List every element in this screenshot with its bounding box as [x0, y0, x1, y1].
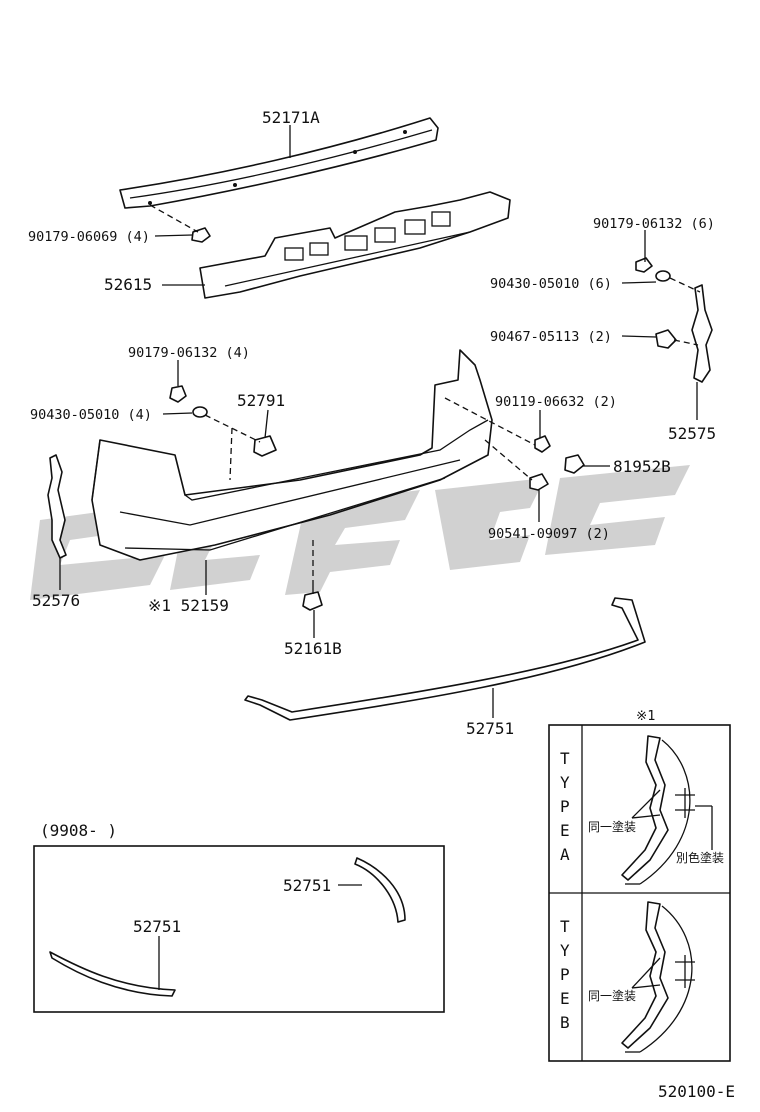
leader-dash-bolt [444, 397, 536, 446]
type-b-letter-1: Y [560, 941, 570, 960]
leader-dash-52171A-nut [149, 204, 199, 233]
leader-dash-cushion [484, 439, 533, 481]
part-52161B-clip [302, 580, 323, 611]
label-90430-05010-4: 90430-05010 (4) [30, 407, 152, 423]
label-52575: 52575 [668, 424, 716, 443]
part-labels: 52171A 90179-06069 (4) 52615 90179-06132… [28, 108, 716, 738]
part-52171A-reinforcement [119, 117, 439, 209]
type-b-letter-2: P [560, 965, 570, 984]
type-a-letter-4: A [560, 845, 570, 864]
label-52161B: 52161B [284, 639, 342, 658]
label-52751-main: 52751 [466, 719, 514, 738]
part-90179-06132-nut-right [635, 257, 653, 273]
type-a-diff-paint: 別色塗装 [676, 850, 724, 865]
type-a-same-paint: 同一塗装 [588, 819, 636, 834]
label-52159: ※1 52159 [148, 596, 229, 615]
inset-9908: (9908- ) 52751 52751 [33, 821, 445, 1013]
leader-dash-right-washer [669, 277, 701, 293]
type-a-letter-3: E [560, 821, 570, 840]
label-90119-06632: 90119-06632 (2) [495, 394, 617, 410]
label-90179-06132-6: 90179-06132 (6) [593, 216, 715, 232]
type-a-letter-1: Y [560, 773, 570, 792]
part-52615-absorber [199, 191, 511, 299]
part-90430-05010-washer-right [655, 270, 671, 282]
type-b-letters: T Y P E B [560, 917, 570, 1032]
leader-dash-right-clip [673, 339, 699, 346]
label-52751-inset-a: 52751 [283, 876, 331, 895]
part-52575-bracket [691, 284, 713, 383]
inset-date-range: (9908- ) [40, 821, 117, 840]
inset-moulding-a [354, 857, 406, 923]
leader-dash-left-vertical [229, 427, 233, 481]
part-52751-moulding [244, 597, 646, 721]
inset-moulding-b [49, 951, 176, 997]
part-52159-bumper-cover [91, 349, 493, 561]
type-a-letter-2: P [560, 797, 570, 816]
label-90467-05113: 90467-05113 (2) [490, 329, 612, 345]
type-b-letter-0: T [560, 917, 570, 936]
part-81952B-reflector [564, 454, 585, 474]
type-a-letters: T Y P E A [560, 749, 570, 864]
label-52576: 52576 [32, 591, 80, 610]
label-90179-06069: 90179-06069 (4) [28, 229, 150, 245]
type-b-letter-3: E [560, 989, 570, 1008]
part-90541-09097-cushion [529, 473, 549, 491]
label-90541-09097: 90541-09097 (2) [488, 526, 610, 542]
types-box: ※1 T Y P E A T Y P E B 同一塗装 別色塗装 [548, 708, 731, 1062]
type-b-section: 同一塗装 [588, 901, 695, 1053]
label-52615: 52615 [104, 275, 152, 294]
part-90467-05113-clip [655, 329, 677, 349]
types-note-mark: ※1 [636, 708, 655, 724]
type-b-same-paint: 同一塗装 [588, 988, 636, 1003]
type-a-letter-0: T [560, 749, 570, 768]
label-52751-inset-b: 52751 [133, 917, 181, 936]
label-52171A: 52171A [262, 108, 320, 127]
part-90179-06132-nut-left [169, 385, 187, 403]
part-90430-05010-washer-left [192, 406, 208, 418]
label-90179-06132-4: 90179-06132 (4) [128, 345, 250, 361]
type-b-letter-4: B [560, 1013, 570, 1032]
leader-lines [59, 125, 698, 718]
label-90430-05010-6: 90430-05010 (6) [490, 276, 612, 292]
part-52576-bracket [47, 454, 67, 559]
part-52791-retainer [253, 435, 277, 457]
label-81952B: 81952B [613, 457, 671, 476]
label-52791: 52791 [237, 391, 285, 410]
diagram-code: 520100-E [658, 1082, 735, 1101]
inset-frame [33, 845, 445, 1013]
type-a-section: 同一塗装 別色塗装 [588, 735, 724, 885]
part-90119-06632-bolt [534, 435, 551, 453]
